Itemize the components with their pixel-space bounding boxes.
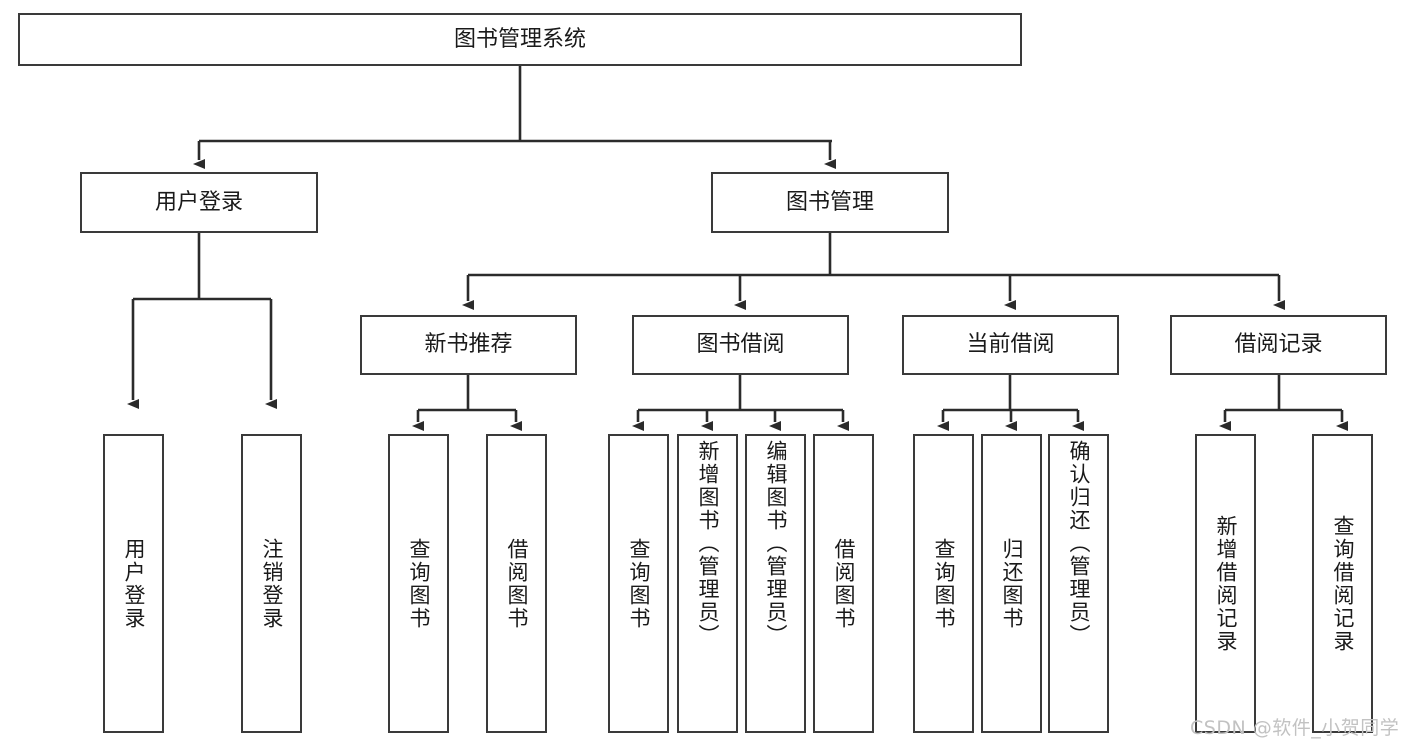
leaf-user-login-logout[interactable]: 注销登录 [241, 434, 302, 733]
node-label: 用户登录 [154, 189, 243, 215]
node-label: 查询图书 [627, 537, 651, 630]
node-label: 查询图书 [932, 537, 956, 630]
leaf-user-login-login[interactable]: 用户登录 [103, 434, 164, 733]
node-new-book-recommend[interactable]: 新书推荐 [360, 315, 577, 375]
node-label: 借阅图书 [505, 537, 529, 630]
leaf-new-book-borrow[interactable]: 借阅图书 [486, 434, 547, 733]
node-label: 查询图书 [407, 537, 431, 630]
node-label: 编辑图书（管理员） [764, 440, 788, 647]
node-label: 图书借阅 [696, 332, 785, 358]
node-label: 确认归还（管理员） [1067, 440, 1091, 647]
node-user-login[interactable]: 用户登录 [80, 172, 318, 233]
leaf-new-book-query[interactable]: 查询图书 [388, 434, 449, 733]
leaf-borrow-record-query[interactable]: 查询借阅记录 [1312, 434, 1373, 733]
leaf-current-borrow-query[interactable]: 查询图书 [913, 434, 974, 733]
node-label: 图书管理 [785, 189, 874, 215]
node-label: 借阅记录 [1234, 332, 1323, 358]
node-label: 当前借阅 [966, 332, 1055, 358]
node-label: 图书管理系统 [453, 26, 586, 52]
node-label: 注销登录 [260, 537, 284, 630]
node-label: 新增借阅记录 [1214, 514, 1238, 653]
node-book-borrow[interactable]: 图书借阅 [632, 315, 849, 375]
node-current-borrow[interactable]: 当前借阅 [902, 315, 1119, 375]
node-label: 新增图书（管理员） [696, 440, 720, 647]
leaf-book-borrow-add[interactable]: 新增图书（管理员） [677, 434, 738, 733]
node-label: 查询借阅记录 [1331, 514, 1355, 653]
leaf-current-borrow-return[interactable]: 归还图书 [981, 434, 1042, 733]
node-root-system[interactable]: 图书管理系统 [18, 13, 1022, 66]
node-label: 用户登录 [122, 537, 146, 630]
node-borrow-record[interactable]: 借阅记录 [1170, 315, 1387, 375]
leaf-current-borrow-confirm-return[interactable]: 确认归还（管理员） [1048, 434, 1109, 733]
node-label: 借阅图书 [832, 537, 856, 630]
csdn-watermark: CSDN @软件_小贺同学 [1190, 717, 1400, 739]
node-label: 新书推荐 [424, 332, 513, 358]
leaf-borrow-record-add[interactable]: 新增借阅记录 [1195, 434, 1256, 733]
leaf-book-borrow-query[interactable]: 查询图书 [608, 434, 669, 733]
node-label: 归还图书 [1000, 537, 1024, 630]
leaf-book-borrow-edit[interactable]: 编辑图书（管理员） [745, 434, 806, 733]
node-book-management[interactable]: 图书管理 [711, 172, 949, 233]
leaf-book-borrow-borrow[interactable]: 借阅图书 [813, 434, 874, 733]
